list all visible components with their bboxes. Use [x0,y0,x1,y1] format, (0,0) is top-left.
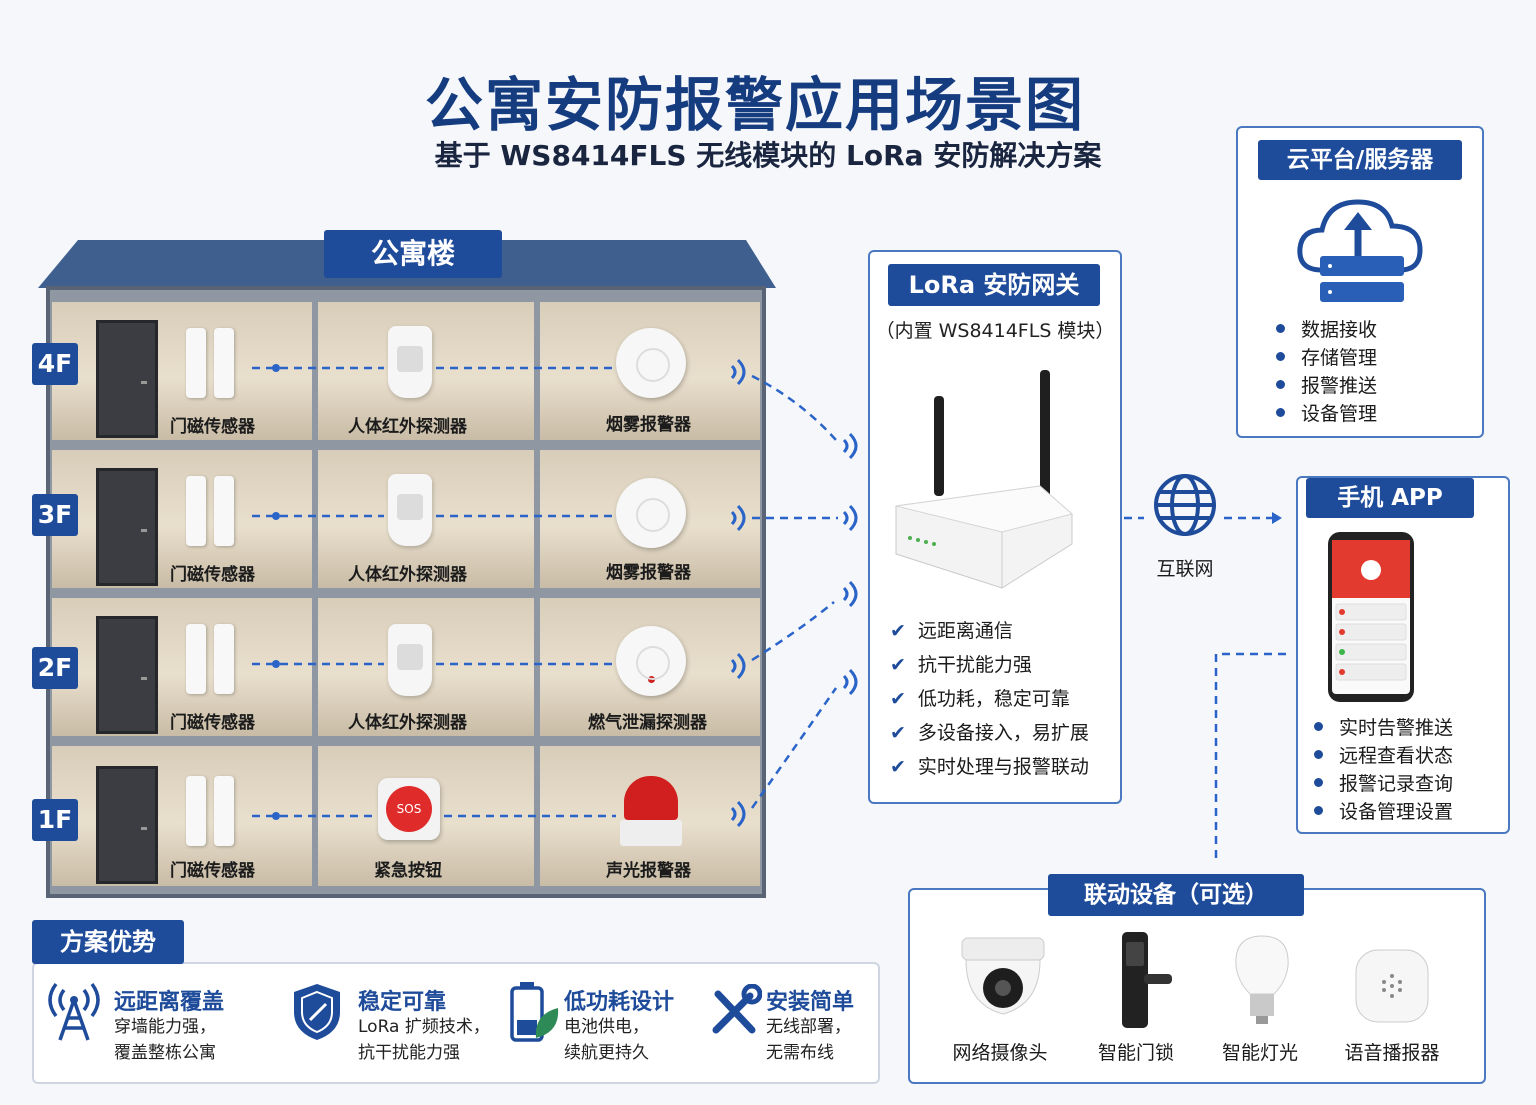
linkage-title: 联动设备（可选） [1048,874,1304,916]
device-label: 门磁传感器 [170,861,255,881]
device-label: 烟雾报警器 [606,415,691,435]
check-icon: ✔ [890,654,906,676]
list-item: 实时告警推送 [1314,716,1453,744]
device-label: 燃气泄漏探测器 [588,713,707,733]
smart-lock-icon [1122,932,1172,1028]
advantage-desc: 穿墙能力强，覆盖整栋公寓 [114,1017,216,1063]
device-label: 人体红外探测器 [348,417,467,437]
sos-button-icon: SOS [378,778,440,840]
page-subtitle: 基于 WS8414FLS 无线模块的 LoRa 安防解决方案 [434,139,1102,172]
advantage-title: 安装简单 [766,990,855,1015]
linkage-device-label: 语音播报器 [1344,1042,1440,1064]
building-label: 公寓楼 [324,230,502,278]
door-sensor-icon [186,776,206,846]
list-item: ✔远距离通信 [890,620,1013,642]
door-icon [96,320,158,438]
door-sensor-icon [214,328,234,398]
list-item: 报警记录查询 [1314,772,1453,800]
floor-tag-1f: 1F [32,799,78,841]
app-title: 手机 APP [1306,478,1474,518]
check-icon: ✔ [890,620,906,642]
device-label: 门磁传感器 [170,417,255,437]
door-icon [96,616,158,734]
gateway-feature-list: ✔远距离通信 ✔抗干扰能力强 ✔低功耗，稳定可靠 ✔多设备接入，易扩展 ✔实时处… [890,618,1089,788]
list-item: ✔多设备接入，易扩展 [890,722,1089,744]
list-item: 报警推送 [1276,374,1377,402]
internet-label: 互联网 [1156,558,1214,580]
linkage-device-label: 智能灯光 [1221,1042,1298,1064]
gas-indicator [648,676,655,683]
device-label: 紧急按钮 [374,861,442,881]
door-sensor-icon [186,328,206,398]
advantages-title: 方案优势 [32,920,184,964]
door-sensor-icon [186,476,206,546]
list-item: ✔低功耗，稳定可靠 [890,688,1070,710]
gateway-title: LoRa 安防网关 [888,264,1100,306]
shield-icon [294,984,340,1040]
smoke-detector-icon [616,328,686,398]
room-2f-1 [52,598,312,736]
app-feature-list: 实时告警推送 远程查看状态 报警记录查询 设备管理设置 [1314,716,1453,828]
gas-detector-icon [616,626,686,696]
door-icon [96,468,158,586]
advantage-title: 低功耗设计 [564,990,675,1015]
room-4f-1 [52,302,312,440]
globe-icon [1154,474,1216,536]
room-3f-1 [52,450,312,588]
device-label: 人体红外探测器 [348,565,467,585]
pir-sensor-icon [388,326,432,398]
list-item: 设备管理 [1276,402,1377,430]
pir-sensor-icon [388,474,432,546]
router-icon [895,370,1074,589]
list-item: 数据接收 [1276,318,1377,346]
floor-tag-2f: 2F [32,647,78,689]
linkage-device-label: 网络摄像头 [952,1042,1048,1064]
gateway-subtitle: （内置 WS8414FLS 模块） [875,320,1115,342]
voice-speaker-icon [1355,949,1429,1023]
linkage-device-label: 智能门锁 [1097,1042,1174,1064]
door-sensor-icon [214,624,234,694]
device-label: 人体红外探测器 [348,713,467,733]
tools-icon [712,984,762,1034]
floor-tag-4f: 4F [32,343,78,385]
page-title: 公寓安防报警应用场景图 [424,71,1085,139]
smart-bulb-icon [1235,935,1289,1024]
cloud-feature-list: 数据接收 存储管理 报警推送 设备管理 [1276,318,1377,430]
check-icon: ✔ [890,688,906,710]
pir-sensor-icon [388,624,432,696]
advantage-desc: 无线部署，无需布线 [766,1017,851,1063]
advantages-panel [32,962,880,1084]
list-item: ✔抗干扰能力强 [890,654,1032,676]
siren-icon [620,776,682,848]
camera-icon [961,937,1045,1015]
smoke-detector-icon [616,478,686,548]
cloud-server-icon [1297,199,1423,302]
device-label: 烟雾报警器 [606,563,691,583]
door-sensor-icon [214,776,234,846]
sos-text: SOS [386,786,432,832]
cloud-title: 云平台/服务器 [1258,140,1462,180]
check-icon: ✔ [890,756,906,778]
check-icon: ✔ [890,722,906,744]
advantage-title: 远距离覆盖 [114,990,225,1015]
device-label: 门磁传感器 [170,713,255,733]
advantage-desc: LoRa 扩频技术，抗干扰能力强 [358,1017,490,1063]
battery-leaf-icon [510,982,559,1042]
device-label: 声光报警器 [606,861,691,881]
device-label: 门磁传感器 [170,565,255,585]
signal-tower-icon [48,982,100,1041]
list-item: 存储管理 [1276,346,1377,374]
list-item: ✔实时处理与报警联动 [890,756,1089,778]
advantage-desc: 电池供电，续航更持久 [564,1017,649,1063]
list-item: 远程查看状态 [1314,744,1453,772]
phone-icon [1328,532,1414,702]
list-item: 设备管理设置 [1314,800,1453,828]
door-sensor-icon [186,624,206,694]
advantage-title: 稳定可靠 [358,990,447,1015]
door-sensor-icon [214,476,234,546]
door-icon [96,766,158,884]
floor-tag-3f: 3F [32,494,78,536]
